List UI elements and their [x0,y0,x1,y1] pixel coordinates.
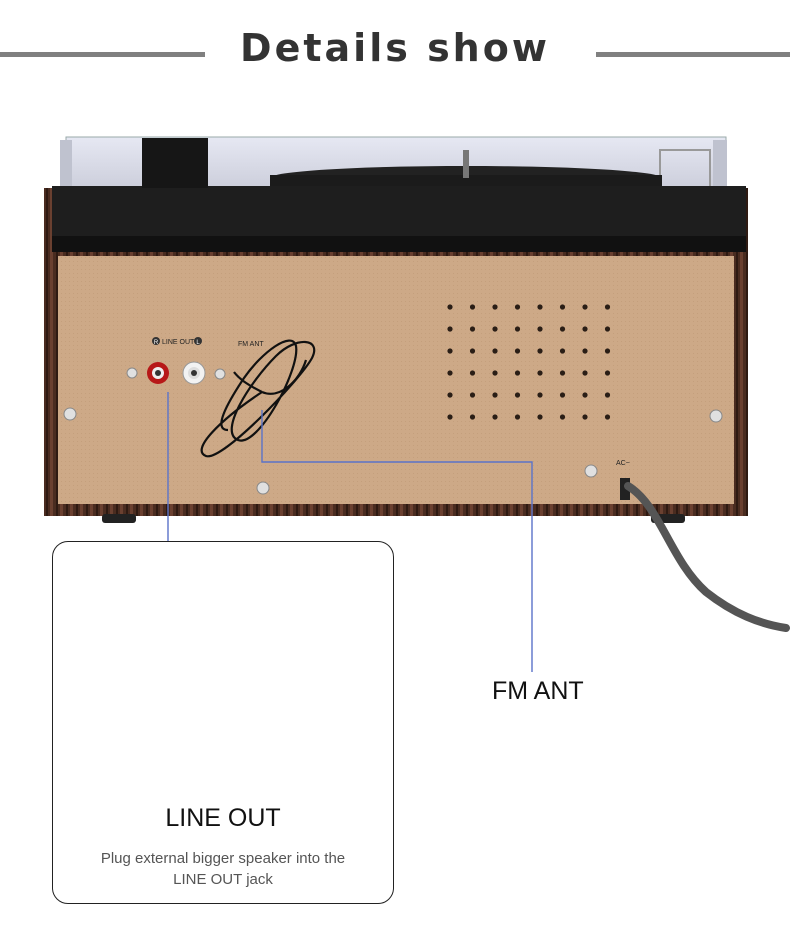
grille-hole [492,304,498,310]
grille-hole [537,414,543,420]
grille-hole [492,348,498,354]
grille-hole [604,392,611,398]
header-rule-right [596,52,790,57]
svg-text:LINE OUT: LINE OUT [162,339,195,346]
grille-hole [514,304,521,310]
grille-hole [537,370,543,376]
line-out-callout-title: LINE OUT [165,804,281,832]
grille-hole [469,414,476,420]
grille-hole [447,326,453,332]
grille-hole [469,326,476,332]
grille-hole [492,392,498,398]
ac-socket [620,478,630,500]
line-out-callout-description: Plug external bigger speaker into the LI… [100,850,346,888]
grille-hole [582,392,588,398]
grille-hole [514,348,521,354]
grille-hole [582,304,588,310]
grille-hole [447,348,453,354]
fm-ant-callout-label: FM ANT [492,677,584,705]
grille-hole [537,326,543,332]
grille-hole [492,414,498,420]
grille-hole [559,414,566,420]
grille-hole [514,414,521,420]
speaker-grille [447,304,611,420]
grille-hole [559,304,566,310]
grille-hole [492,326,498,332]
fm-antenna-wire [200,339,316,458]
platter [270,150,662,190]
grille-hole [492,370,498,376]
grille-hole [582,348,588,354]
leader-lines [167,392,533,672]
screws [63,367,723,495]
foot-left [102,514,136,523]
grille-hole [514,326,521,332]
power-cord [624,482,790,632]
grille-hole [469,304,476,310]
grille-hole [582,326,588,332]
line-out-jacks: R LINE OUT L [147,337,206,385]
line-out-callout-card: LINE OUT Plug external bigger speaker in… [52,541,394,904]
svg-text:L: L [196,340,200,346]
grille-hole [514,392,521,398]
grille-hole [559,370,566,376]
page-title: Details show [240,26,550,70]
grille-hole [469,348,476,354]
ac-label: AC~ [616,460,630,467]
grille-hole [604,370,611,376]
grille-hole [537,348,543,354]
grille-hole [604,326,611,332]
grille-hole [537,304,543,310]
svg-text:R: R [154,340,159,346]
grille-hole [469,370,476,376]
grille-hole [447,392,453,398]
grille-hole [582,414,588,420]
grille-hole [604,304,611,310]
grille-hole [582,370,588,376]
grille-hole [537,392,543,398]
grille-hole [447,304,453,310]
grille-hole [447,370,453,376]
grille-hole [447,414,453,420]
grille-hole [604,414,611,420]
grille-hole [559,392,566,398]
grille-hole [559,326,566,332]
grille-hole [559,348,566,354]
grille-hole [514,370,521,376]
header-rule-left [0,52,205,57]
grille-hole [604,348,611,354]
grille-hole [469,392,476,398]
fm-ant-panel-label: FM ANT [238,341,264,348]
